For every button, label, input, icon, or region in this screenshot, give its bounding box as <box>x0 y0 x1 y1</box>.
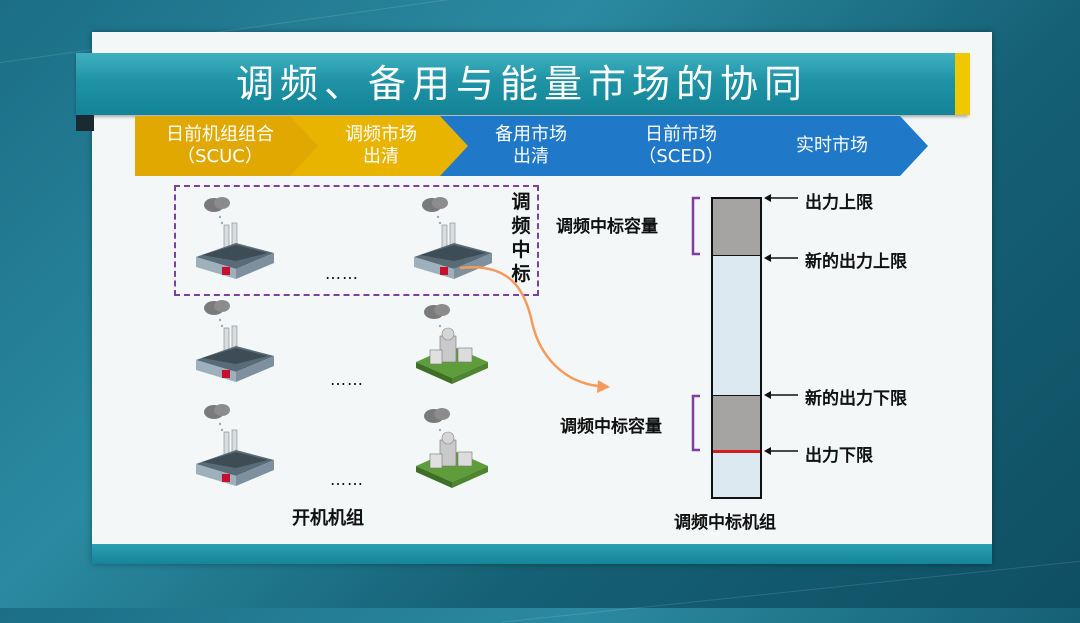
step-sced: 日前市场 （SCED） <box>590 116 780 176</box>
lower-limit-label: 出力下限 <box>805 446 873 466</box>
step-label: 实时市场 <box>796 135 868 156</box>
step-label: 调频市场 出清 <box>345 124 417 167</box>
step-reserve-clearing: 备用市场 出清 <box>440 116 630 176</box>
lower-capacity-label: 调频中标容量 <box>560 417 662 437</box>
regulation-unit-label: 调频中标机组 <box>674 513 776 533</box>
unit-output-column <box>711 197 762 499</box>
step-label: 日前市场 （SCED） <box>638 124 724 167</box>
title-shadow <box>76 115 94 131</box>
step-label: 日前机组组合 （SCUC） <box>166 124 274 167</box>
title-bar <box>76 53 968 115</box>
lower-bracket <box>691 394 700 452</box>
step-regulation-clearing: 调频市场 出清 <box>290 116 480 176</box>
lower-regulation-capacity <box>713 395 760 451</box>
upper-bracket <box>691 196 700 256</box>
page-title: 调频、备用与能量市场的协同 <box>235 62 808 106</box>
curved-arrow <box>459 265 610 393</box>
title-accent <box>955 53 970 115</box>
lower-limit-line <box>713 450 760 453</box>
limit-arrows <box>764 194 798 455</box>
thermal-unit-icon <box>195 196 275 280</box>
plant-unit-icon <box>415 407 489 489</box>
selected-units-box <box>174 185 539 296</box>
step-scuc: 日前机组组合 （SCUC） <box>135 116 325 176</box>
more-units-ellipsis: …… <box>330 470 364 489</box>
step-realtime: 实时市场 <box>742 116 928 176</box>
online-units-label: 开机机组 <box>292 508 364 529</box>
upper-capacity-label: 调频中标容量 <box>556 217 658 237</box>
thermal-unit-icon <box>195 299 275 383</box>
new-lower-limit-label: 新的出力下限 <box>805 389 907 409</box>
upper-regulation-capacity <box>713 199 760 256</box>
more-units-ellipsis: …… <box>325 264 359 283</box>
upper-limit-label: 出力上限 <box>805 193 873 213</box>
step-label: 备用市场 出清 <box>495 124 567 167</box>
more-units-ellipsis: …… <box>330 370 364 389</box>
new-upper-limit-label: 新的出力上限 <box>805 252 907 272</box>
selected-units-label: 调 频 中 标 <box>511 191 531 285</box>
thermal-unit-icon <box>195 403 275 487</box>
bottom-bar <box>92 544 992 564</box>
